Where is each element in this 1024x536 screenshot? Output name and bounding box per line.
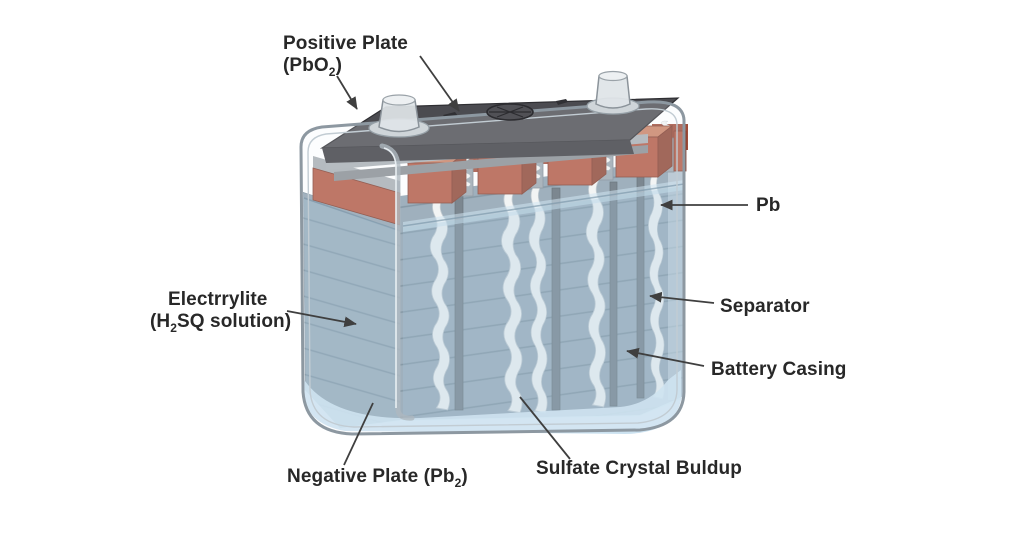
leader-battery-casing	[626, 347, 705, 367]
battery-interior	[303, 97, 688, 434]
separator-strip	[551, 187, 561, 411]
casing-outer-wall	[299, 100, 686, 436]
vent-cap	[486, 103, 534, 121]
liquid-line-front	[402, 183, 685, 227]
liquid-tint-left	[304, 199, 400, 428]
terminal-top-right	[598, 70, 628, 82]
leader-electrolyte	[286, 310, 357, 328]
label-separator: Separator	[720, 296, 810, 317]
label-pb: Pb	[756, 195, 781, 216]
casing-inner-wall	[307, 108, 678, 428]
label-negative-plate: Negative Plate (Pb2)	[287, 466, 468, 490]
label-positive-plate-formula: (PbO2)	[283, 55, 343, 79]
separator-strip	[609, 181, 618, 407]
left-face-hatch	[303, 192, 400, 428]
leader-lines	[286, 55, 748, 466]
label-electrolyte-formula: (H2SQ solution)	[150, 311, 292, 335]
casing-front-corner-edge	[379, 143, 415, 421]
label-electrolyte-line1: Electrrylite	[168, 289, 268, 310]
terminal-post-left	[378, 99, 420, 133]
label-battery-casing: Battery Casing	[711, 359, 847, 380]
plate-stack-left-face	[303, 156, 401, 428]
leader-sulfate-crystal	[519, 396, 571, 460]
label-sulfate-crystal: Sulfate Crystal Buldup	[536, 458, 742, 479]
leader-separator	[649, 291, 715, 304]
battery-casing-shape	[299, 100, 686, 436]
right-inner-wall	[668, 150, 684, 400]
liquid-line-left	[303, 197, 401, 232]
lid-front-face	[322, 140, 634, 163]
leader-negative-plate	[343, 402, 374, 466]
lid-marking	[556, 99, 568, 105]
leader-positive-plate-a	[336, 75, 358, 110]
terminal-top-left	[382, 94, 416, 106]
label-electrolyte: Electrrylite (H2SQ solution)	[150, 289, 291, 339]
label-positive-plate: Positive Plate (PbO2)	[283, 33, 408, 83]
liquid-surface-front	[403, 180, 684, 232]
leader-positive-plate-b	[419, 55, 460, 112]
casing-corner-highlight	[383, 147, 397, 408]
liquid-tint-front	[403, 186, 684, 421]
label-positive-plate-line1: Positive Plate	[283, 33, 408, 54]
terminal-post-right	[595, 75, 631, 109]
electrolyte-liquid	[303, 180, 685, 428]
terminals-and-vent	[368, 70, 640, 138]
electrolyte-pool	[303, 370, 681, 434]
